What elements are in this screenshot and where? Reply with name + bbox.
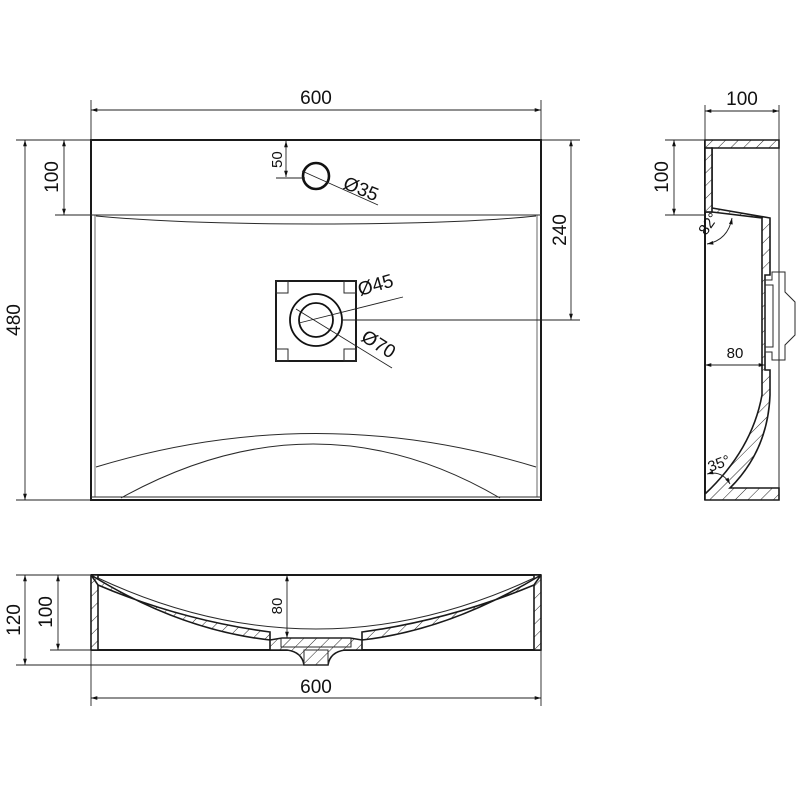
side-drain-fitting: [764, 271, 796, 361]
front-drain-section: [269, 637, 363, 666]
top-view: 50 Ø35 Ø45 Ø70 600 480 100 240: [4, 88, 580, 501]
front-body-height-label: 100: [36, 596, 57, 628]
depth-480-label: 480: [4, 304, 25, 336]
drain-inner-ring: [298, 302, 334, 338]
front-bowl-depth-label: 80: [269, 598, 286, 615]
side-section-shell: [704, 139, 780, 501]
rim-depth-label: 100: [42, 161, 63, 193]
tap-hole-offset-label: 50: [269, 151, 286, 168]
side-bowl-depth-label: 80: [727, 345, 744, 362]
side-width-label: 100: [726, 89, 758, 110]
drain-position-label: 240: [550, 214, 571, 246]
top-angle-label: 82°: [695, 210, 722, 238]
drain-plate: [275, 280, 357, 362]
drain-inner-diameter-label: Ø45: [356, 271, 396, 301]
front-curve-inner: [120, 443, 501, 499]
side-rim-depth-label: 100: [652, 161, 673, 193]
front-curve-outer: [95, 433, 537, 468]
front-total-height-label: 120: [4, 604, 25, 636]
tap-hole: [301, 161, 331, 191]
tap-hole-diameter-label: Ø35: [340, 173, 381, 206]
side-view: 100 100 82° 80 35°: [652, 89, 796, 501]
bottom-angle-label: 35°: [706, 452, 733, 476]
drain-outer-diameter-label: Ø70: [357, 326, 399, 363]
drain-outer-ring: [289, 293, 343, 347]
front-bowl-shell: [90, 574, 271, 641]
front-view: 600 120 100 80: [4, 574, 542, 706]
top-width-label: 600: [300, 88, 332, 109]
front-width-label: 600: [300, 677, 332, 698]
